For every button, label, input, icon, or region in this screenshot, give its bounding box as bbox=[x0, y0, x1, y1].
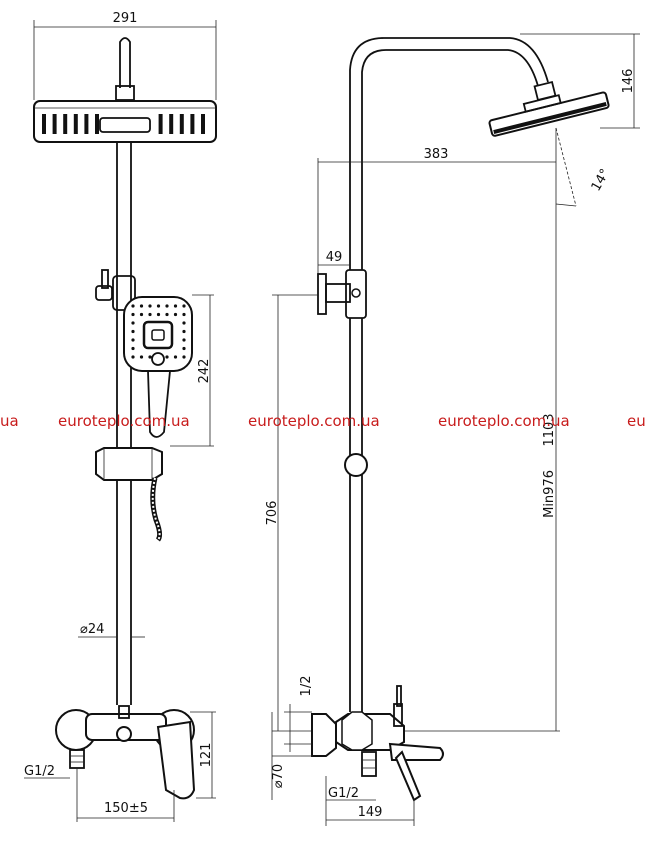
side-wall-bracket bbox=[317, 269, 367, 319]
spray-nozzle bbox=[165, 355, 169, 359]
spray-nozzle bbox=[182, 346, 186, 351]
side-mixer bbox=[311, 685, 444, 802]
spray-nozzle bbox=[139, 355, 144, 359]
hand-shower bbox=[123, 296, 193, 438]
spray-nozzle bbox=[131, 355, 135, 359]
dim-bracket-offset: 49 bbox=[326, 250, 343, 265]
spray-nozzle bbox=[173, 312, 178, 317]
front-mixer bbox=[55, 705, 196, 800]
head-connector bbox=[115, 85, 135, 101]
spray-nozzle bbox=[131, 329, 135, 334]
dim-hand-shower: 242 bbox=[197, 359, 212, 384]
dim-connection-thread: 1/2 bbox=[299, 676, 314, 697]
spray-nozzle bbox=[131, 304, 135, 308]
side-shower-head bbox=[488, 91, 610, 137]
spray-nozzle bbox=[131, 346, 135, 351]
spray-nozzle bbox=[173, 355, 178, 359]
dim-outlet-thread: G1/2 bbox=[328, 786, 359, 801]
head-slot bbox=[95, 114, 99, 134]
spray-nozzle bbox=[182, 338, 186, 342]
rain-shower-head bbox=[33, 100, 217, 143]
head-slot bbox=[63, 114, 68, 134]
head-slot bbox=[52, 114, 57, 134]
dim-total-height: 1103 bbox=[542, 413, 557, 446]
slider-holder bbox=[95, 447, 163, 481]
spray-nozzle bbox=[165, 312, 169, 317]
dim-reach: 383 bbox=[424, 147, 449, 162]
head-slot bbox=[179, 114, 184, 134]
head-slot bbox=[158, 114, 163, 134]
dim-spout-length: 149 bbox=[358, 805, 383, 820]
dim-escutcheon: ⌀70 bbox=[271, 764, 286, 788]
spray-nozzle bbox=[165, 304, 169, 308]
dim-inlet-spacing: 150±5 bbox=[104, 801, 148, 816]
dim-head-height: 146 bbox=[621, 69, 636, 94]
watermark: ua euroteplo.com.ua euroteplo.com.ua eur… bbox=[0, 412, 646, 430]
spray-nozzle bbox=[182, 312, 186, 317]
watermark-text: euroteplo.com.ua bbox=[58, 412, 190, 430]
head-slot bbox=[84, 114, 89, 134]
spray-nozzle bbox=[131, 321, 135, 325]
spray-nozzle bbox=[182, 355, 186, 359]
spray-nozzle bbox=[156, 304, 161, 308]
head-slot bbox=[73, 114, 78, 134]
spray-nozzle bbox=[148, 304, 152, 308]
dim-inlet-thread: G1/2 bbox=[24, 764, 55, 779]
spray-nozzle bbox=[131, 312, 135, 317]
watermark-text: euroteplo.com.ua bbox=[438, 412, 570, 430]
spray-nozzle bbox=[148, 312, 152, 317]
spray-nozzle bbox=[131, 338, 135, 342]
spray-nozzle bbox=[182, 304, 186, 308]
dim-bracket-height: 706 bbox=[265, 501, 280, 526]
front-view: 291 242 bbox=[24, 11, 217, 822]
spray-nozzle bbox=[182, 321, 186, 325]
spray-nozzle bbox=[182, 329, 186, 334]
head-slot bbox=[42, 114, 46, 134]
side-slider bbox=[344, 453, 368, 477]
spray-nozzle bbox=[139, 312, 144, 317]
spray-nozzle bbox=[156, 312, 161, 317]
head-slot bbox=[169, 114, 174, 134]
dim-head-width: 291 bbox=[113, 11, 138, 26]
dim-min-height: Min976 bbox=[542, 470, 557, 518]
dim-tilt-angle: 14° bbox=[589, 167, 614, 194]
side-view: 146 383 14° 49 706 1103 Mi bbox=[265, 33, 640, 826]
spray-nozzle bbox=[173, 304, 178, 308]
dim-bar-diameter: ⌀24 bbox=[80, 622, 104, 637]
watermark-text: ua bbox=[0, 412, 19, 430]
watermark-text: eu bbox=[627, 412, 646, 430]
head-slot bbox=[201, 114, 205, 134]
dim-mixer-height: 121 bbox=[199, 743, 214, 768]
head-slot bbox=[190, 114, 195, 134]
spray-nozzle bbox=[148, 355, 152, 359]
spray-nozzle bbox=[139, 304, 144, 308]
watermark-text: euroteplo.com.ua bbox=[248, 412, 380, 430]
